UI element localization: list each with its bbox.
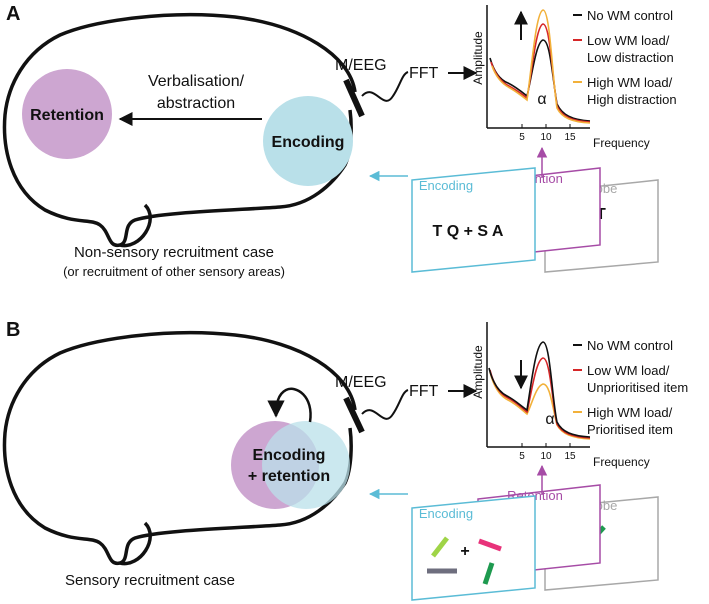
case-subtitle-a: (or recruitment of other sensory areas) xyxy=(63,264,285,279)
curve-high-wm-a xyxy=(491,9,591,124)
x-tick-label-5-a: 5 xyxy=(519,132,525,143)
meeg-label-b: M/EEG xyxy=(335,374,387,391)
sensor-bar-b xyxy=(343,396,365,434)
arrow-label-line2: abstraction xyxy=(157,95,235,112)
encoding-card-b xyxy=(411,495,536,601)
legend-a: No WM control Low WM load/ Low distracti… xyxy=(573,8,677,107)
retention-circle-a xyxy=(22,69,112,159)
stim-bar-pink xyxy=(478,538,502,552)
y-axis-label-b: Amplitude xyxy=(471,345,485,399)
alpha-label-a: α xyxy=(537,91,546,108)
encoding-label: Encoding xyxy=(272,134,345,151)
encoding-card-a xyxy=(411,167,536,273)
fft-label-b: FFT xyxy=(409,383,439,400)
brain-outline-b xyxy=(2,330,357,566)
panel-letter-a: A xyxy=(6,3,20,25)
stim-bar-green-light xyxy=(431,536,449,558)
alpha-label-b: α xyxy=(545,411,554,428)
sensor-wire-b xyxy=(361,389,409,420)
curve-no-wm-b xyxy=(488,341,591,438)
encoding-card-title-a: Encoding xyxy=(419,178,473,193)
legend-high-line2-a: High distraction xyxy=(587,92,677,107)
legend-high-line1-b: High WM load/ xyxy=(587,405,673,420)
legend-b: No WM control Low WM load/ Unprioritised… xyxy=(573,338,688,437)
spectrum-plot-a: Amplitude 5 10 15 Frequency α xyxy=(471,5,650,150)
y-axis-label-a: Amplitude xyxy=(471,31,485,85)
curve-high-wm-b xyxy=(489,371,591,440)
legend-low-line1-b: Low WM load/ xyxy=(587,363,670,378)
arrow-label-line1: Verbalisation/ xyxy=(148,73,245,90)
probe-card-content-a: T xyxy=(596,206,606,223)
x-tick-label-15-b: 15 xyxy=(564,451,576,462)
panel-a: A Retention Encoding Verbalisation/ abst… xyxy=(2,3,677,279)
case-title-b: Sensory recruitment case xyxy=(65,572,235,589)
sensor-bar-a xyxy=(343,78,365,118)
x-tick-label-10-a: 10 xyxy=(540,132,552,143)
legend-high-line2-b: Prioritised item xyxy=(587,422,673,437)
panel-b: B Encoding + retention M/EEG FFT Amplitu… xyxy=(2,319,688,601)
stim-bar-green xyxy=(482,562,495,585)
meeg-label-a: M/EEG xyxy=(335,57,387,74)
x-tick-label-10-b: 10 xyxy=(540,451,552,462)
x-axis-label-b: Frequency xyxy=(593,455,650,469)
encoding-card-fixation-b: + xyxy=(460,543,469,560)
x-axis-label-a: Frequency xyxy=(593,136,650,150)
encoding-card-content-a: T Q + S A xyxy=(433,223,504,240)
stimulus-cards-b: Probe Retention Encoding + xyxy=(368,464,659,601)
curve-no-wm-a xyxy=(489,39,591,122)
stimulus-cards-a: Probe T Retention Encoding T Q + S A xyxy=(368,146,659,273)
legend-high-line1-a: High WM load/ xyxy=(587,75,673,90)
encoding-circle-a xyxy=(263,96,353,186)
curve-low-wm-b xyxy=(489,357,591,439)
legend-low-line2-a: Low distraction xyxy=(587,50,674,65)
combined-label-line1: Encoding xyxy=(253,447,326,464)
legend-no-wm-a: No WM control xyxy=(587,8,673,23)
spectrum-plot-b: Amplitude 5 10 15 Frequency α xyxy=(471,322,650,469)
legend-low-line1-a: Low WM load/ xyxy=(587,33,670,48)
x-tick-label-15-a: 15 xyxy=(564,132,576,143)
case-title-a: Non-sensory recruitment case xyxy=(74,244,274,261)
legend-low-line2-b: Unprioritised item xyxy=(587,380,688,395)
legend-no-wm-b: No WM control xyxy=(587,338,673,353)
brain-outline-a xyxy=(2,12,357,248)
combined-label-line2: + retention xyxy=(248,468,330,485)
panel-letter-b: B xyxy=(6,319,20,341)
retention-label: Retention xyxy=(30,107,104,124)
recurrent-loop-arrow xyxy=(267,387,312,423)
x-tick-label-5-b: 5 xyxy=(519,451,525,462)
encoding-circle-b xyxy=(262,421,350,509)
fft-label-a: FFT xyxy=(409,65,439,82)
encoding-card-title-b: Encoding xyxy=(419,506,473,521)
sensor-wire-a xyxy=(361,71,409,102)
